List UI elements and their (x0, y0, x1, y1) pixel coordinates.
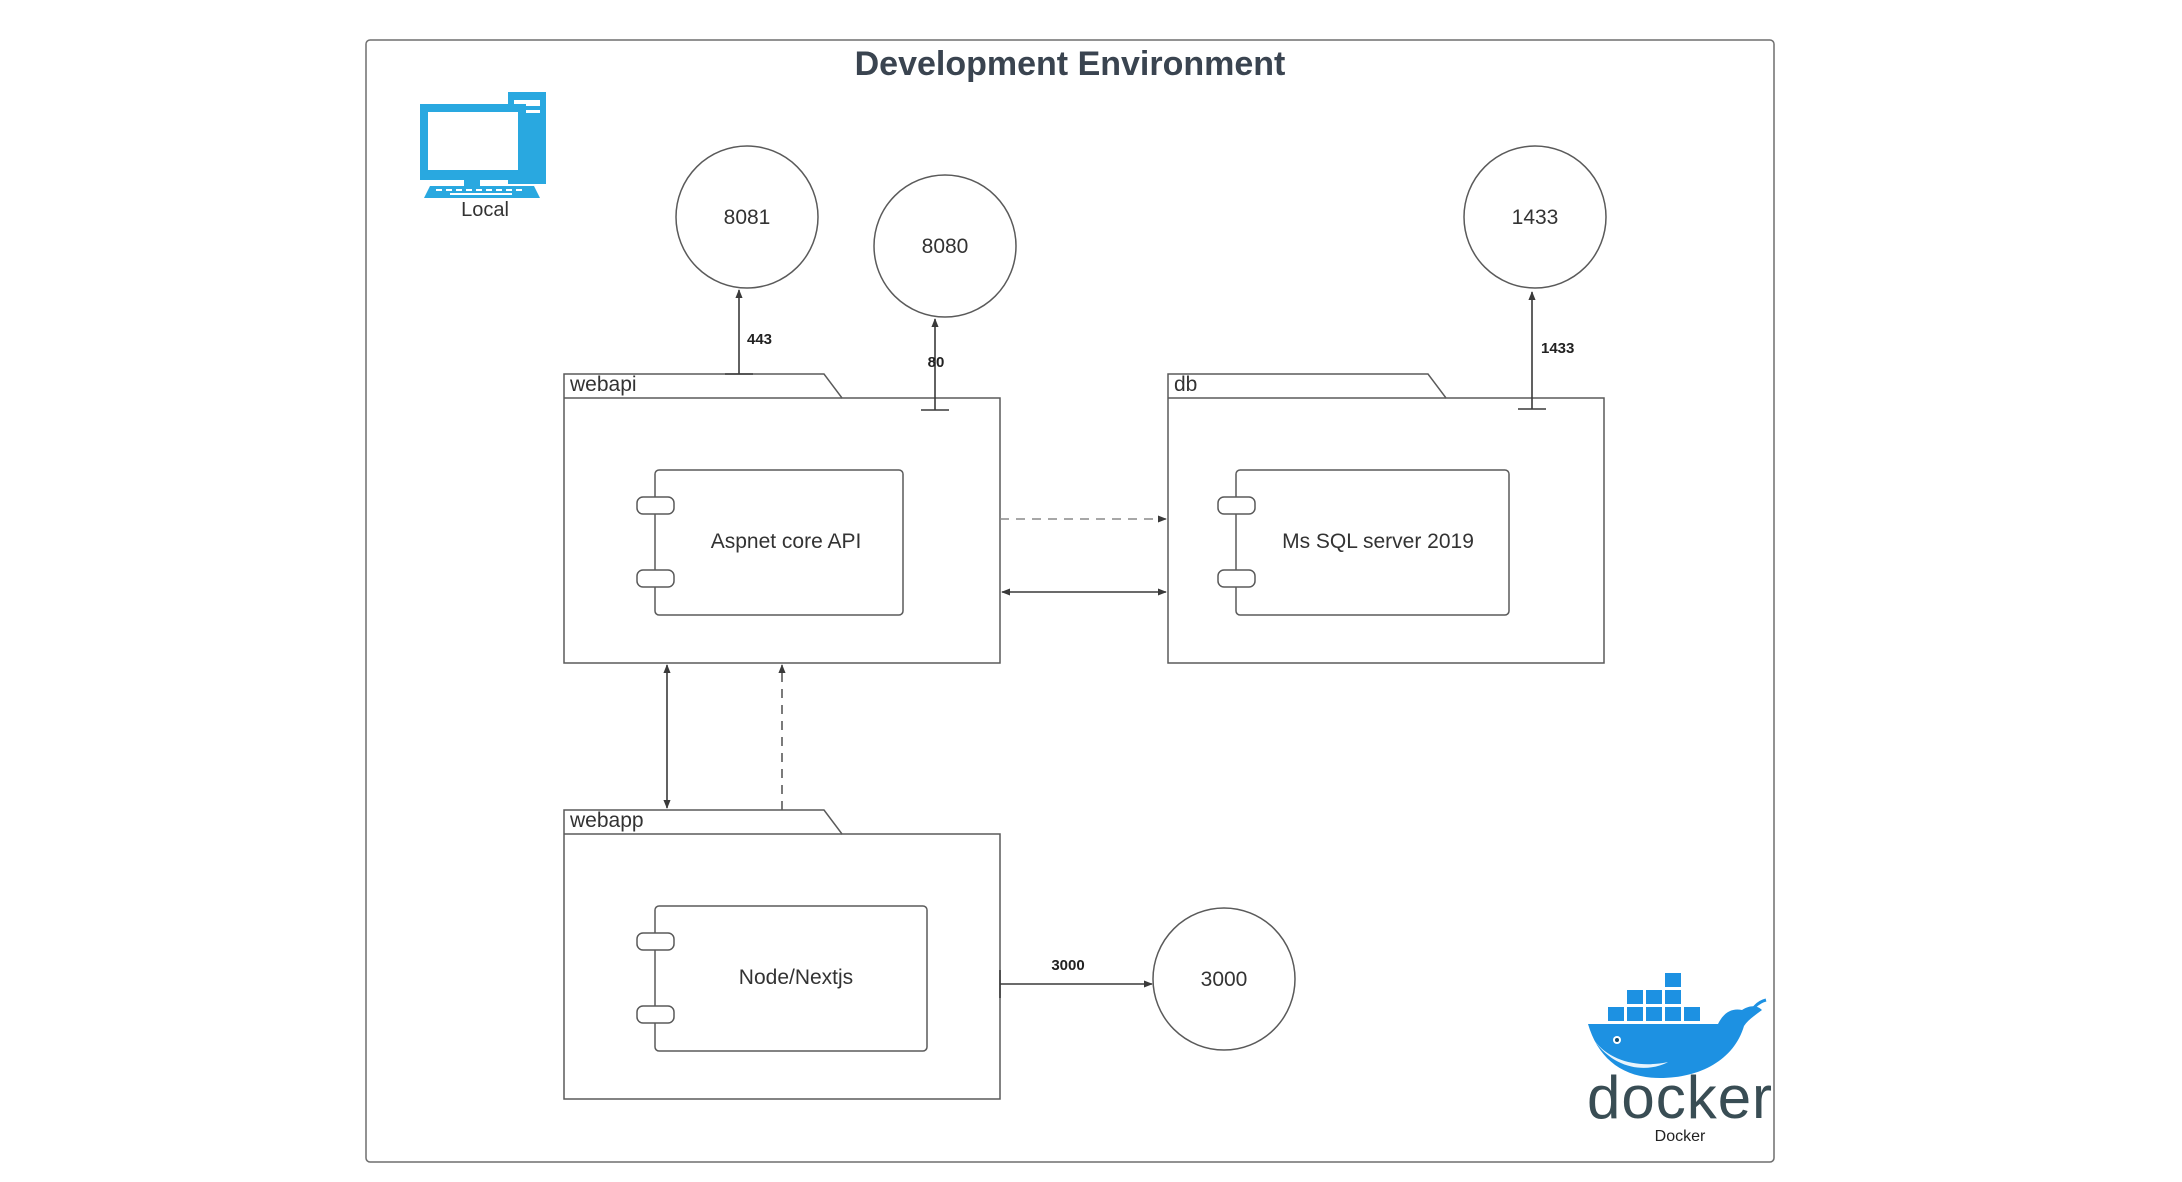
edge-443: 443 (725, 289, 772, 375)
port-3000-label: 3000 (1201, 968, 1248, 991)
edge-80: 80 (921, 318, 949, 411)
component-ms-sql-server: Ms SQL server 2019 (1217, 469, 1510, 616)
docker-whale-icon (1588, 971, 1767, 1078)
package-db-label: db (1174, 373, 1197, 396)
docker-caption: Docker (1655, 1128, 1706, 1145)
port-8080: 8080 (873, 174, 1017, 318)
package-webapp-label: webapp (569, 809, 644, 832)
port-8080-label: 8080 (922, 235, 969, 258)
port-1433-label: 1433 (1512, 206, 1559, 229)
edge-443-label: 443 (747, 331, 772, 348)
edge-3000-label: 3000 (1051, 957, 1084, 974)
diagram-title: Development Environment (855, 45, 1286, 83)
port-8081: 8081 (675, 145, 819, 289)
port-8081-label: 8081 (724, 206, 771, 229)
component-port-icon (636, 932, 675, 951)
port-3000: 3000 (1152, 907, 1296, 1051)
package-webapi-label: webapi (569, 373, 637, 396)
component-aspnet-label: Aspnet core API (711, 530, 862, 553)
component-port-icon (1217, 496, 1256, 515)
docker-wordmark: docker (1587, 1064, 1773, 1131)
edge-1433: 1433 (1518, 291, 1574, 410)
component-port-icon (636, 569, 675, 588)
component-port-icon (636, 496, 675, 515)
port-1433: 1433 (1463, 145, 1607, 289)
desktop-computer-icon (420, 92, 546, 198)
local-label: Local (461, 199, 509, 221)
component-port-icon (1217, 569, 1256, 588)
component-sql-label: Ms SQL server 2019 (1282, 530, 1474, 553)
edge-80-label: 80 (928, 354, 945, 371)
component-aspnet-core-api: Aspnet core API (636, 469, 904, 616)
component-node-label: Node/Nextjs (739, 966, 853, 989)
edge-1433-label: 1433 (1541, 340, 1574, 357)
component-node-nextjs: Node/Nextjs (636, 905, 928, 1052)
component-port-icon (636, 1005, 675, 1024)
edge-3000: 3000 (999, 957, 1153, 998)
